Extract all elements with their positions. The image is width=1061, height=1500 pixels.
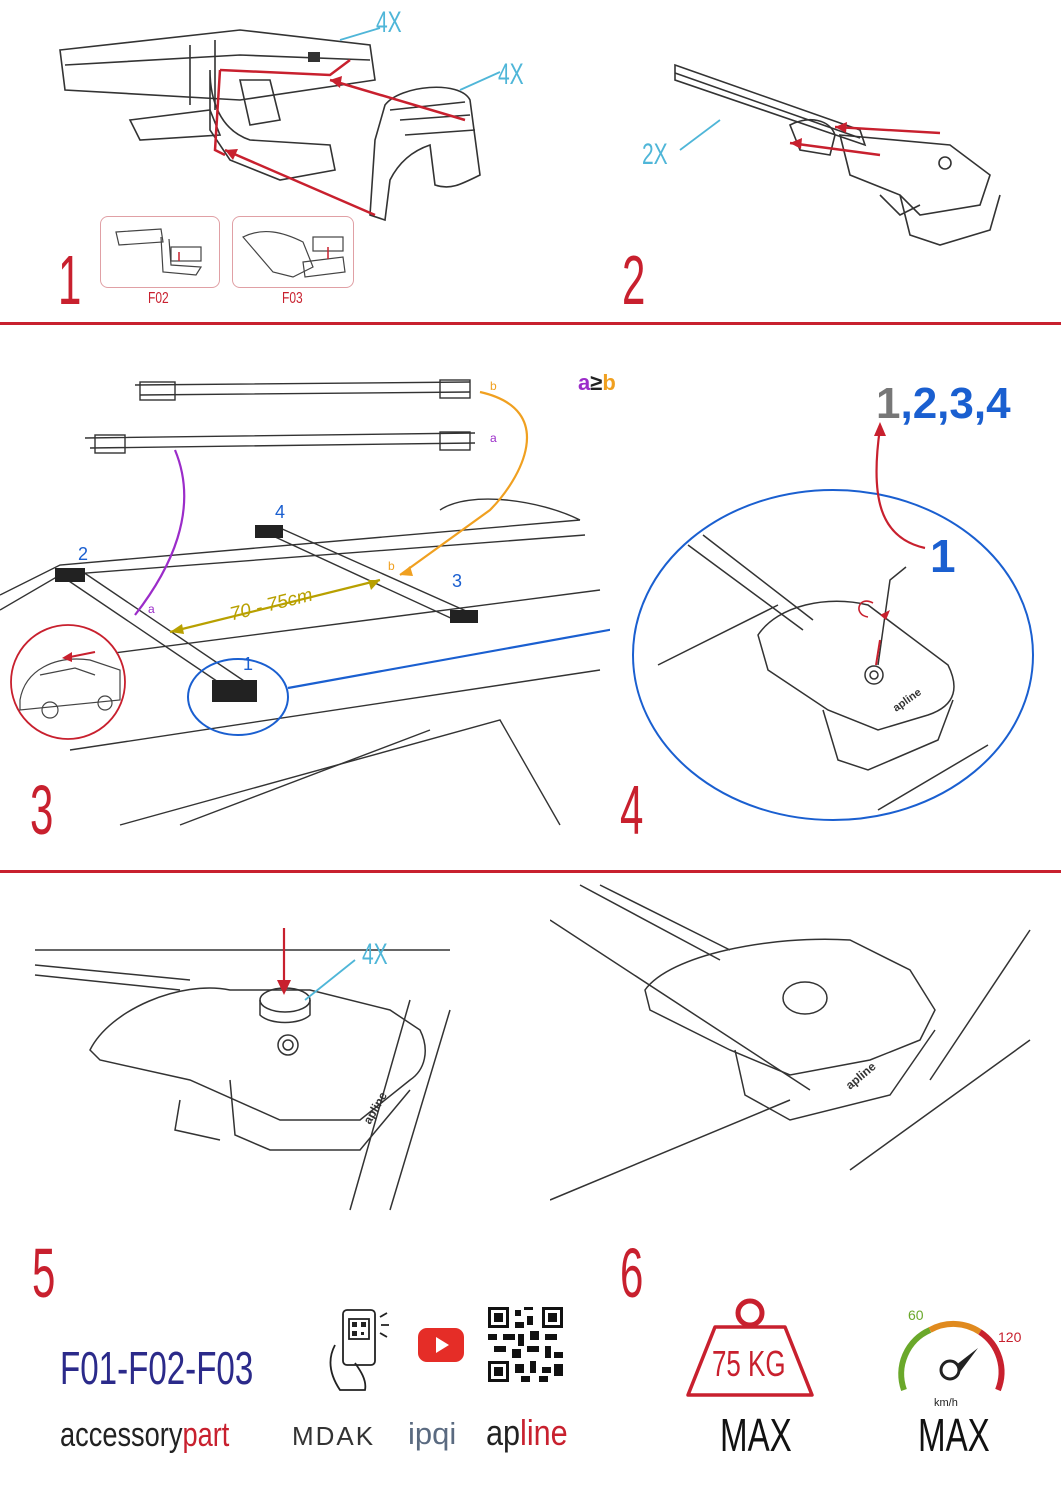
step1-right-callout: 4X [498,58,524,91]
step-number-5: 5 [32,1234,56,1312]
fitting-f03-thumbnail [232,216,354,288]
brand-ap-text: ap [486,1412,521,1453]
step5-callout: 4X [362,938,388,971]
label-a-bottom: a [148,602,155,616]
condition-ge: ≥ [590,370,603,395]
sequence-first: 1 [876,379,901,428]
label-a-top: a [490,431,497,445]
foot-number-2: 2 [78,544,89,564]
brand-line-text: line [520,1412,568,1453]
brand-mdak: MDAK [292,1421,376,1451]
step3-condition: a≥b [578,372,616,394]
condition-a: a [578,370,591,395]
speed-max-label: MAX [918,1409,990,1461]
model-codes: F01-F02-F03 [60,1342,254,1394]
step1-illustration [59,27,501,222]
brand-accessory-text: accessory [60,1416,183,1454]
phone-qr-scan-icon[interactable] [325,1305,395,1395]
step-number-2: 2 [622,241,646,319]
step1-top-callout: 4X [376,6,402,39]
fitting-f02-thumbnail [100,216,220,288]
step6-illustration: apline [550,884,1031,1201]
step4-illustration: apline [632,489,1034,821]
step-number-1: 1 [58,241,82,319]
step4-red-curve [874,422,926,550]
speedometer-icon [898,1320,1005,1392]
step5-logo: apline [360,1089,390,1126]
brand-apline: apline [486,1415,568,1451]
label-b-top: b [490,379,497,393]
weight-max-label: MAX [720,1409,792,1461]
divider-top [0,322,1061,325]
youtube-icon[interactable] [418,1328,464,1362]
foot-number-4: 4 [275,502,286,522]
step4-foot-number: 1 [930,530,956,582]
foot-number-1: 1 [243,654,254,674]
step2-callout: 2X [642,138,668,171]
step-number-4: 4 [620,771,644,849]
qr-code-icon[interactable] [488,1307,563,1382]
condition-b: b [602,370,616,395]
brand-part-text: part [182,1416,230,1454]
brand-ipqi: ipqi [408,1416,457,1451]
fitting-f02-label: F02 [148,290,169,307]
step-number-3: 3 [30,771,54,849]
speed-high-label: 120 [998,1329,1022,1345]
label-b-bottom: b [388,559,395,573]
divider-middle [0,870,1061,873]
foot-number-3: 3 [452,571,463,591]
brand-accessorypart: accessorypart [60,1418,229,1452]
step3-illustration [0,379,610,826]
sequence-rest: ,2,3,4 [900,379,1011,428]
fitting-f03-label: F03 [282,290,303,307]
weight-icon [686,1298,814,1397]
step2-illustration [674,63,1001,246]
step-number-6: 6 [620,1234,644,1312]
step5-illustration: apline [34,928,451,1211]
weight-value: 75 KG [712,1343,786,1384]
step4-sequence: 1,2,3,4 [876,382,1011,426]
speed-low-label: 60 [908,1307,924,1323]
speed-unit-label: km/h [934,1397,958,1409]
